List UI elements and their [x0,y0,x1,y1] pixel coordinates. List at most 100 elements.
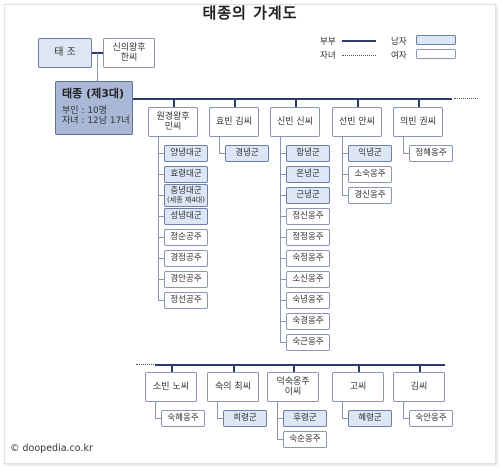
node-label: 숙순옹주 [289,433,321,444]
legend-couple-line [342,40,376,42]
king-spouse-line-top [133,98,452,100]
node-label: 경안공주 [170,273,202,284]
children-connector [342,402,343,418]
child-branch [158,195,164,196]
spouse-node: 김씨 [393,372,445,402]
parents-child-line [97,53,98,81]
legend-female-label: 여자 [391,51,407,61]
node-label: 희령군 [233,412,257,423]
node-label: 김씨 [410,381,428,392]
spouse-connector [295,98,297,107]
child-node: 경신옹주 [348,187,392,204]
node-label: 소신옹주 [292,273,324,284]
child-branch [280,258,286,259]
spouse-connector [233,364,235,372]
child-branch [403,153,409,154]
legend-children-line [342,55,376,56]
node-label: 고씨 [349,381,367,392]
child-node: 양녕대군 [164,145,208,162]
node-label: 정선공주 [170,294,202,305]
children-connector [217,402,218,418]
node-label: 경정공주 [170,252,202,263]
node-label: 후령군 [293,412,317,423]
children-connector [280,137,281,342]
spouse-node: 선빈 안씨 [332,107,382,137]
spouse-connector [173,98,175,107]
child-branch [155,418,161,419]
legend-male-swatch [416,35,456,45]
child-branch [158,153,164,154]
node-label: 소숙옹주 [354,168,386,179]
node-label: 원경왕후 [156,111,190,122]
child-branch [280,237,286,238]
legend-female-swatch [416,49,456,59]
children-connector [403,402,404,418]
legend-children-label: 자녀 [320,51,336,61]
child-branch [403,418,409,419]
spouse-node: 신빈 신씨 [270,107,320,137]
child-node: 경안공주 [164,271,208,288]
child-branch [277,418,283,419]
child-node: 성녕대군 [164,208,208,225]
child-branch [280,321,286,322]
node-label: 숙근옹주 [292,336,324,347]
node-label: (세종 제4대) [167,196,205,205]
child-branch [342,418,348,419]
child-node: 정신옹주 [286,208,330,225]
node-label: 덕숙옹주 [276,376,310,387]
node-label: 정정옹주 [292,231,324,242]
child-branch [280,174,286,175]
spouse-node: 소빈 노씨 [145,372,197,402]
child-node: 효령대군 [164,166,208,183]
spouse-connector [293,364,295,372]
node-label: 익녕군 [358,147,382,158]
spouse-connector [358,364,360,372]
child-node: 함녕군 [286,145,330,162]
node-label: 이씨 [284,387,302,397]
child-node: 정선공주 [164,292,208,309]
child-node: 숙안옹주 [409,410,453,427]
child-node: 후령군 [283,410,327,427]
spouse-connector [419,364,421,372]
legend-male-label: 남자 [391,37,407,47]
child-node: 숙혜옹주 [161,410,205,427]
node-label: 정순공주 [170,231,202,242]
king-spouse-continuation-top [454,98,478,99]
children-connector [342,137,343,195]
node-label: 양녕대군 [170,147,202,158]
spouse-connector [418,98,420,107]
node-label: 정신옹주 [292,210,324,221]
child-branch [342,195,348,196]
node-label: 근녕군 [296,189,320,200]
child-node: 정순공주 [164,229,208,246]
child-branch [280,216,286,217]
node-label: 정혜옹주 [415,147,447,158]
node-label: 성녕대군 [170,210,202,221]
spouse-node: 고씨 [332,372,384,402]
child-node: 숙순옹주 [283,431,327,448]
node-label: 소빈 노씨 [153,381,189,392]
node-label: 숙안옹주 [415,412,447,423]
child-node: 숙근옹주 [286,334,330,351]
king-node: 태종 (제3대) 부인 : 10명 자녀 : 12남 17녀 [55,81,133,135]
spouse-node: 숙의 최씨 [207,372,259,402]
node-label: 함녕군 [296,147,320,158]
node-label: 숙경옹주 [292,315,324,326]
child-branch [158,279,164,280]
child-node: 정혜옹주 [409,145,453,162]
children-connector [403,137,404,153]
child-node: 온녕군 [286,166,330,183]
child-branch [158,237,164,238]
child-node: 소신옹주 [286,271,330,288]
child-node: 혜령군 [348,410,392,427]
node-label: 선빈 안씨 [339,116,375,127]
child-branch [280,153,286,154]
spouse-node: 의빈 권씨 [393,107,443,137]
node-label: 숙녕옹주 [292,294,324,305]
node-label: 숙혜옹주 [167,412,199,423]
node-label: 경녕군 [235,147,259,158]
child-node: 정정옹주 [286,229,330,246]
children-connector [155,402,156,418]
